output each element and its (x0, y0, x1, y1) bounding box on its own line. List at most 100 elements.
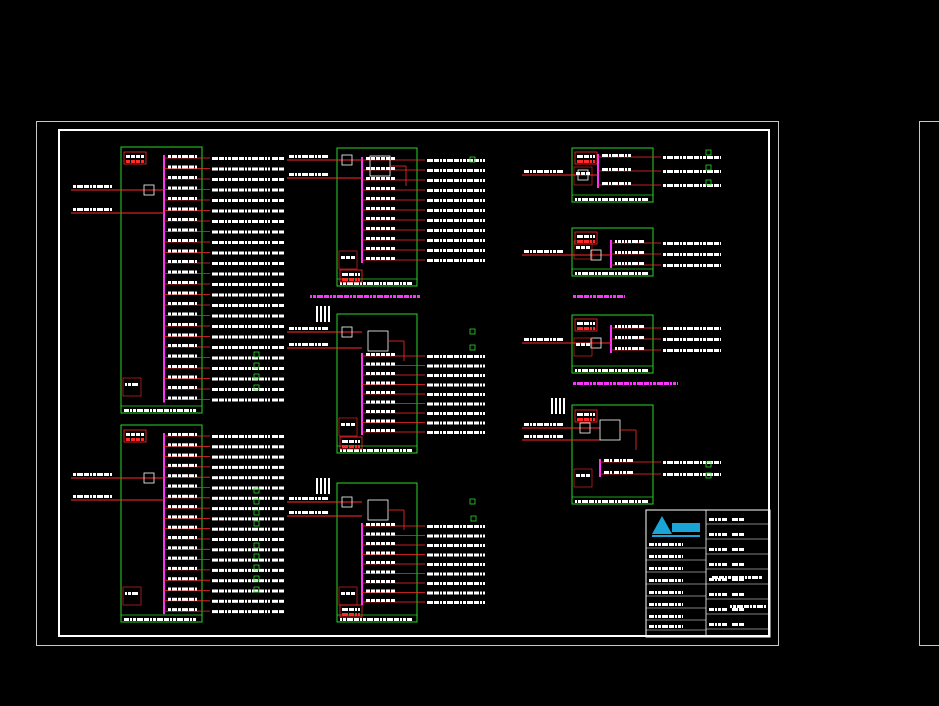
circuit-row[interactable] (362, 551, 485, 557)
circuit-row[interactable] (362, 257, 485, 262)
circuit-row[interactable] (362, 197, 485, 202)
distribution-panel-p5[interactable] (287, 482, 485, 623)
circuit-row[interactable] (362, 429, 485, 434)
circuit-row[interactable] (362, 157, 485, 162)
circuit-row[interactable] (598, 154, 721, 159)
circuit-row[interactable] (362, 177, 485, 182)
circuit-row[interactable] (164, 556, 284, 562)
circuit-row[interactable] (164, 291, 284, 297)
circuit-row[interactable] (611, 262, 721, 267)
circuit-row[interactable] (362, 523, 485, 528)
circuit-row[interactable] (362, 217, 485, 222)
circuit-row[interactable] (611, 347, 721, 352)
circuit-row[interactable] (164, 333, 284, 339)
circuit-row[interactable] (362, 570, 485, 576)
circuit-row[interactable] (362, 227, 485, 232)
distribution-panel-p3[interactable] (287, 147, 485, 287)
circuit-row[interactable] (164, 608, 284, 614)
breaker-rating-text (178, 165, 197, 169)
circuit-row[interactable] (164, 323, 284, 328)
circuit-row[interactable] (611, 251, 721, 256)
circuit-row[interactable] (164, 577, 284, 583)
circuit-row[interactable] (362, 237, 485, 242)
circuit-row[interactable] (362, 381, 485, 387)
circuit-row[interactable] (362, 167, 485, 172)
circuit-row[interactable] (362, 580, 485, 585)
circuit-row[interactable] (362, 561, 485, 566)
circuit-row[interactable] (362, 542, 485, 547)
circuit-row[interactable] (164, 484, 284, 490)
circuit-row[interactable] (164, 375, 284, 381)
circuit-row[interactable] (611, 240, 721, 245)
circuit-row[interactable] (164, 505, 284, 511)
circuit-row[interactable] (362, 589, 485, 595)
panel-detail-text (576, 246, 590, 249)
cable-spec-text (427, 364, 485, 368)
circuit-row[interactable] (611, 336, 721, 341)
circuit-row[interactable] (362, 599, 485, 604)
circuit-row[interactable] (164, 165, 284, 171)
circuit-row[interactable] (164, 281, 284, 286)
circuit-row[interactable] (164, 302, 284, 307)
circuit-row[interactable] (164, 525, 284, 531)
circuit-row[interactable] (611, 325, 721, 330)
circuit-row[interactable] (362, 400, 485, 406)
distribution-panel-p2[interactable] (71, 424, 284, 623)
distribution-panel-p9[interactable] (522, 404, 721, 505)
circuit-row[interactable] (164, 386, 284, 391)
circuit-row[interactable] (164, 546, 284, 552)
circuit-row[interactable] (164, 270, 284, 276)
distribution-panel-p6[interactable] (522, 147, 721, 203)
circuit-row[interactable] (164, 218, 284, 223)
load-text (272, 283, 284, 286)
circuit-row[interactable] (164, 260, 284, 265)
circuit-row[interactable] (164, 453, 284, 459)
circuit-row[interactable] (164, 197, 284, 202)
circuit-row[interactable] (164, 536, 284, 541)
circuit-row[interactable] (362, 247, 485, 252)
circuit-row[interactable] (164, 354, 284, 360)
distribution-panel-p4[interactable] (287, 313, 485, 454)
circuit-row[interactable] (600, 459, 721, 464)
circuit-row[interactable] (164, 228, 284, 234)
circuit-row[interactable] (362, 362, 485, 368)
circuit-row[interactable] (164, 155, 284, 160)
breaker-rating-text (178, 323, 197, 326)
circuit-row[interactable] (164, 249, 284, 255)
circuit-row[interactable] (362, 532, 485, 538)
circuit-row[interactable] (164, 597, 284, 603)
circuit-row[interactable] (362, 410, 485, 415)
circuit-row[interactable] (362, 372, 485, 377)
circuit-row[interactable] (164, 239, 284, 244)
earth-terminal-icon (469, 156, 476, 163)
circuit-row[interactable] (362, 187, 485, 192)
circuit-row[interactable] (164, 176, 284, 181)
circuit-row[interactable] (164, 207, 284, 213)
circuit-row[interactable] (362, 353, 485, 358)
circuit-row[interactable] (164, 566, 284, 572)
distribution-panel-p8[interactable] (522, 314, 721, 374)
circuit-row[interactable] (164, 186, 284, 192)
circuit-row[interactable] (600, 471, 721, 476)
circuit-row[interactable] (164, 587, 284, 593)
circuit-row[interactable] (362, 419, 485, 425)
circuit-row[interactable] (164, 312, 284, 318)
circuit-row[interactable] (164, 433, 284, 438)
circuit-row[interactable] (362, 207, 485, 212)
distribution-panel-p1[interactable] (71, 146, 284, 414)
circuit-row[interactable] (598, 168, 721, 173)
breaker-rating-text (178, 375, 197, 379)
circuit-row[interactable] (164, 344, 284, 349)
circuit-row[interactable] (164, 396, 284, 402)
circuit-row[interactable] (598, 182, 721, 187)
circuit-row[interactable] (164, 463, 284, 469)
distribution-panel-p7[interactable] (522, 227, 721, 277)
circuit-row[interactable] (164, 494, 284, 500)
circuit-row[interactable] (164, 443, 284, 449)
circuit-row[interactable] (362, 391, 485, 396)
circuit-row[interactable] (164, 474, 284, 480)
circuit-row[interactable] (164, 515, 284, 521)
circuit-row[interactable] (164, 365, 284, 370)
phase-label (615, 240, 624, 243)
